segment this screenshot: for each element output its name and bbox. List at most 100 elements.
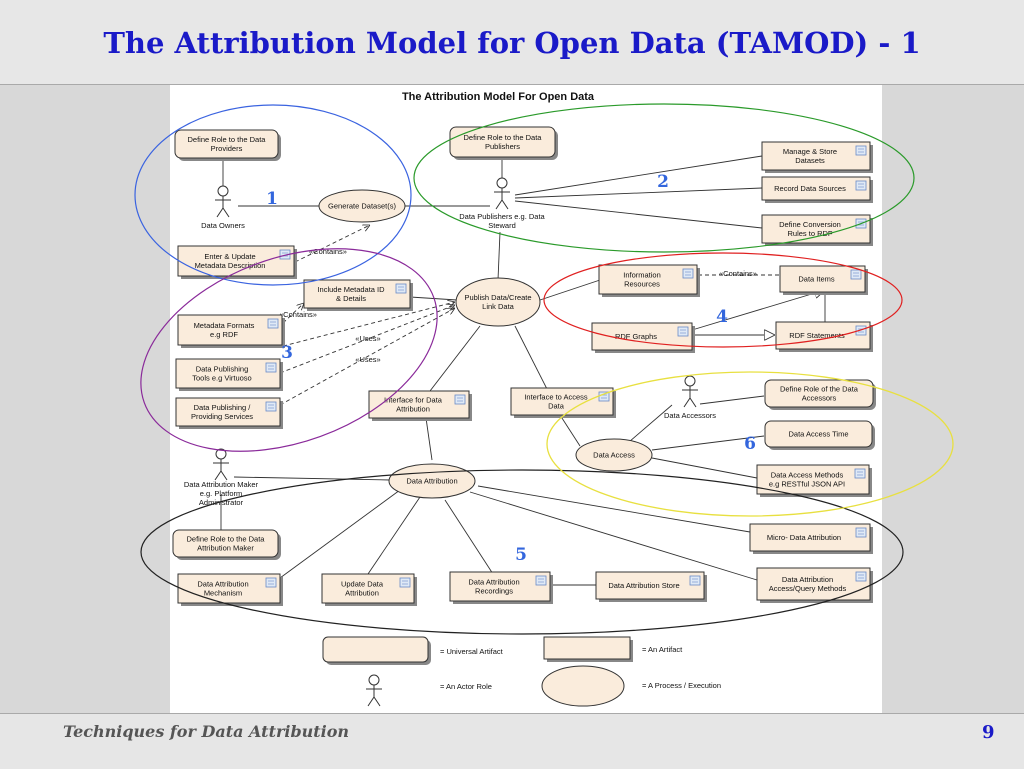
group-3-ellipse [140, 248, 438, 452]
relation-contains-label: «Contains» [719, 269, 757, 278]
artifact-attribution-store: Data Attribution Store [595, 571, 707, 602]
legend-universal-artifact-label: = Universal Artifact [440, 647, 504, 656]
slide-footer [0, 713, 1024, 769]
node-text-line: Mechanism [204, 589, 242, 598]
document-icon [535, 575, 547, 586]
slide-header [0, 0, 1024, 85]
document-icon [265, 401, 277, 412]
artifact-rdf-statements: RDF Statements [775, 321, 873, 352]
process-data-access: Data Access [575, 438, 653, 472]
document-icon [855, 180, 867, 191]
legend-actor-icon [366, 674, 382, 707]
group-ellipses [134, 103, 954, 635]
node-text-line: e.g RDF [210, 330, 238, 339]
node-text-line: Update Data [341, 580, 384, 589]
stick-figure-icon [215, 185, 231, 218]
relation-uses-label: «Uses» [355, 334, 380, 343]
actor-label-line: Data Attribution Maker [184, 480, 259, 489]
document-icon [265, 577, 277, 588]
node-text-line: Access/Query Methods [769, 584, 847, 593]
node-text-line: Define Role to the Data [464, 133, 543, 142]
node-text-line: RDF Statements [789, 331, 845, 340]
node-text-line: Information [623, 271, 661, 280]
artifact-record-sources: Record Data Sources [761, 176, 873, 203]
node-text-line: Interface for Data [384, 396, 443, 405]
node-text-line: Attribution [396, 405, 430, 414]
group-number-5: 5 [515, 545, 527, 565]
node-text-line: Define Role to the Data [188, 135, 267, 144]
document-icon [677, 326, 689, 337]
legend-artifact-label: = An Artifact [642, 645, 683, 654]
node-text-line: Include Metadata ID [317, 285, 385, 294]
legend-actor-label: = An Actor Role [440, 682, 492, 691]
node-text-line: Tools e.g Virtuoso [192, 374, 251, 383]
document-icon [855, 145, 867, 156]
document-icon [267, 318, 279, 329]
node-text-line: Metadata Description [195, 261, 266, 270]
document-icon [395, 283, 407, 294]
diagram-title: The Attribution Model For Open Data [402, 91, 595, 103]
node-text-line: Data Access Methods [771, 471, 844, 480]
node-text-line: Define Role of the Data [780, 385, 859, 394]
node-text-line: Record Data Sources [774, 184, 846, 193]
node-text-line: Define Role to the Data [187, 535, 266, 544]
legend-process-swatch [541, 665, 625, 707]
node-text-line: Data Access [593, 451, 635, 460]
universal-artifact-data-access-time: Data Access Time [764, 420, 875, 450]
node-text-line: Data Attribution Store [608, 581, 679, 590]
node-text-line: Enter & Update [204, 252, 255, 261]
document-icon [265, 362, 277, 373]
node-text-line: RDF Graphs [615, 332, 657, 341]
node-text-line: Publish Data/Create [464, 293, 531, 302]
actor-label-line: Data Publishers e.g. Data [459, 212, 545, 221]
node-text-line: Datasets [795, 156, 825, 165]
artifact-publishing-services: Data Publishing /Providing Services [175, 397, 283, 429]
document-icon [682, 268, 694, 279]
stick-figure-icon [682, 375, 698, 408]
node-text-line: Attribution Maker [197, 544, 254, 553]
node-text-line: Rules to RDF [787, 229, 832, 238]
process-data-attribution: Data Attribution [388, 463, 476, 499]
document-icon [689, 575, 701, 586]
group-6-ellipse [546, 371, 954, 517]
stick-figure-icon [494, 177, 510, 210]
node-text-line: Recordings [475, 587, 513, 596]
node-text-line: e.g RESTful JSON API [769, 480, 845, 489]
group-5-ellipse [140, 469, 904, 635]
node-text-line: Data Access Time [788, 430, 848, 439]
actor-label-line: e.g. Platform [200, 489, 243, 498]
stick-figure-icon [213, 448, 229, 481]
relation-contains-label: «Contains» [279, 310, 317, 319]
node-text-line: Interface to Access [524, 393, 588, 402]
node-text-line: Metadata Formats [194, 321, 255, 330]
node-text-line: Generate Dataset(s) [328, 202, 396, 211]
group-2-ellipse [413, 103, 915, 253]
legend-artifact-swatch [543, 636, 631, 660]
document-icon [855, 571, 867, 582]
node-text-line: Manage & Store [783, 147, 837, 156]
artifact-data-items: Data Items [779, 265, 868, 295]
node-text-line: Micro- Data Attribution [767, 533, 841, 542]
node-text-line: Providers [211, 144, 243, 153]
artifact-micro-attribution: Micro- Data Attribution [749, 523, 873, 554]
artifact-rdf-graphs: RDF Graphs [591, 322, 695, 353]
node-text-line: Define Conversion [779, 220, 841, 229]
node-text-line: Data [548, 402, 565, 411]
